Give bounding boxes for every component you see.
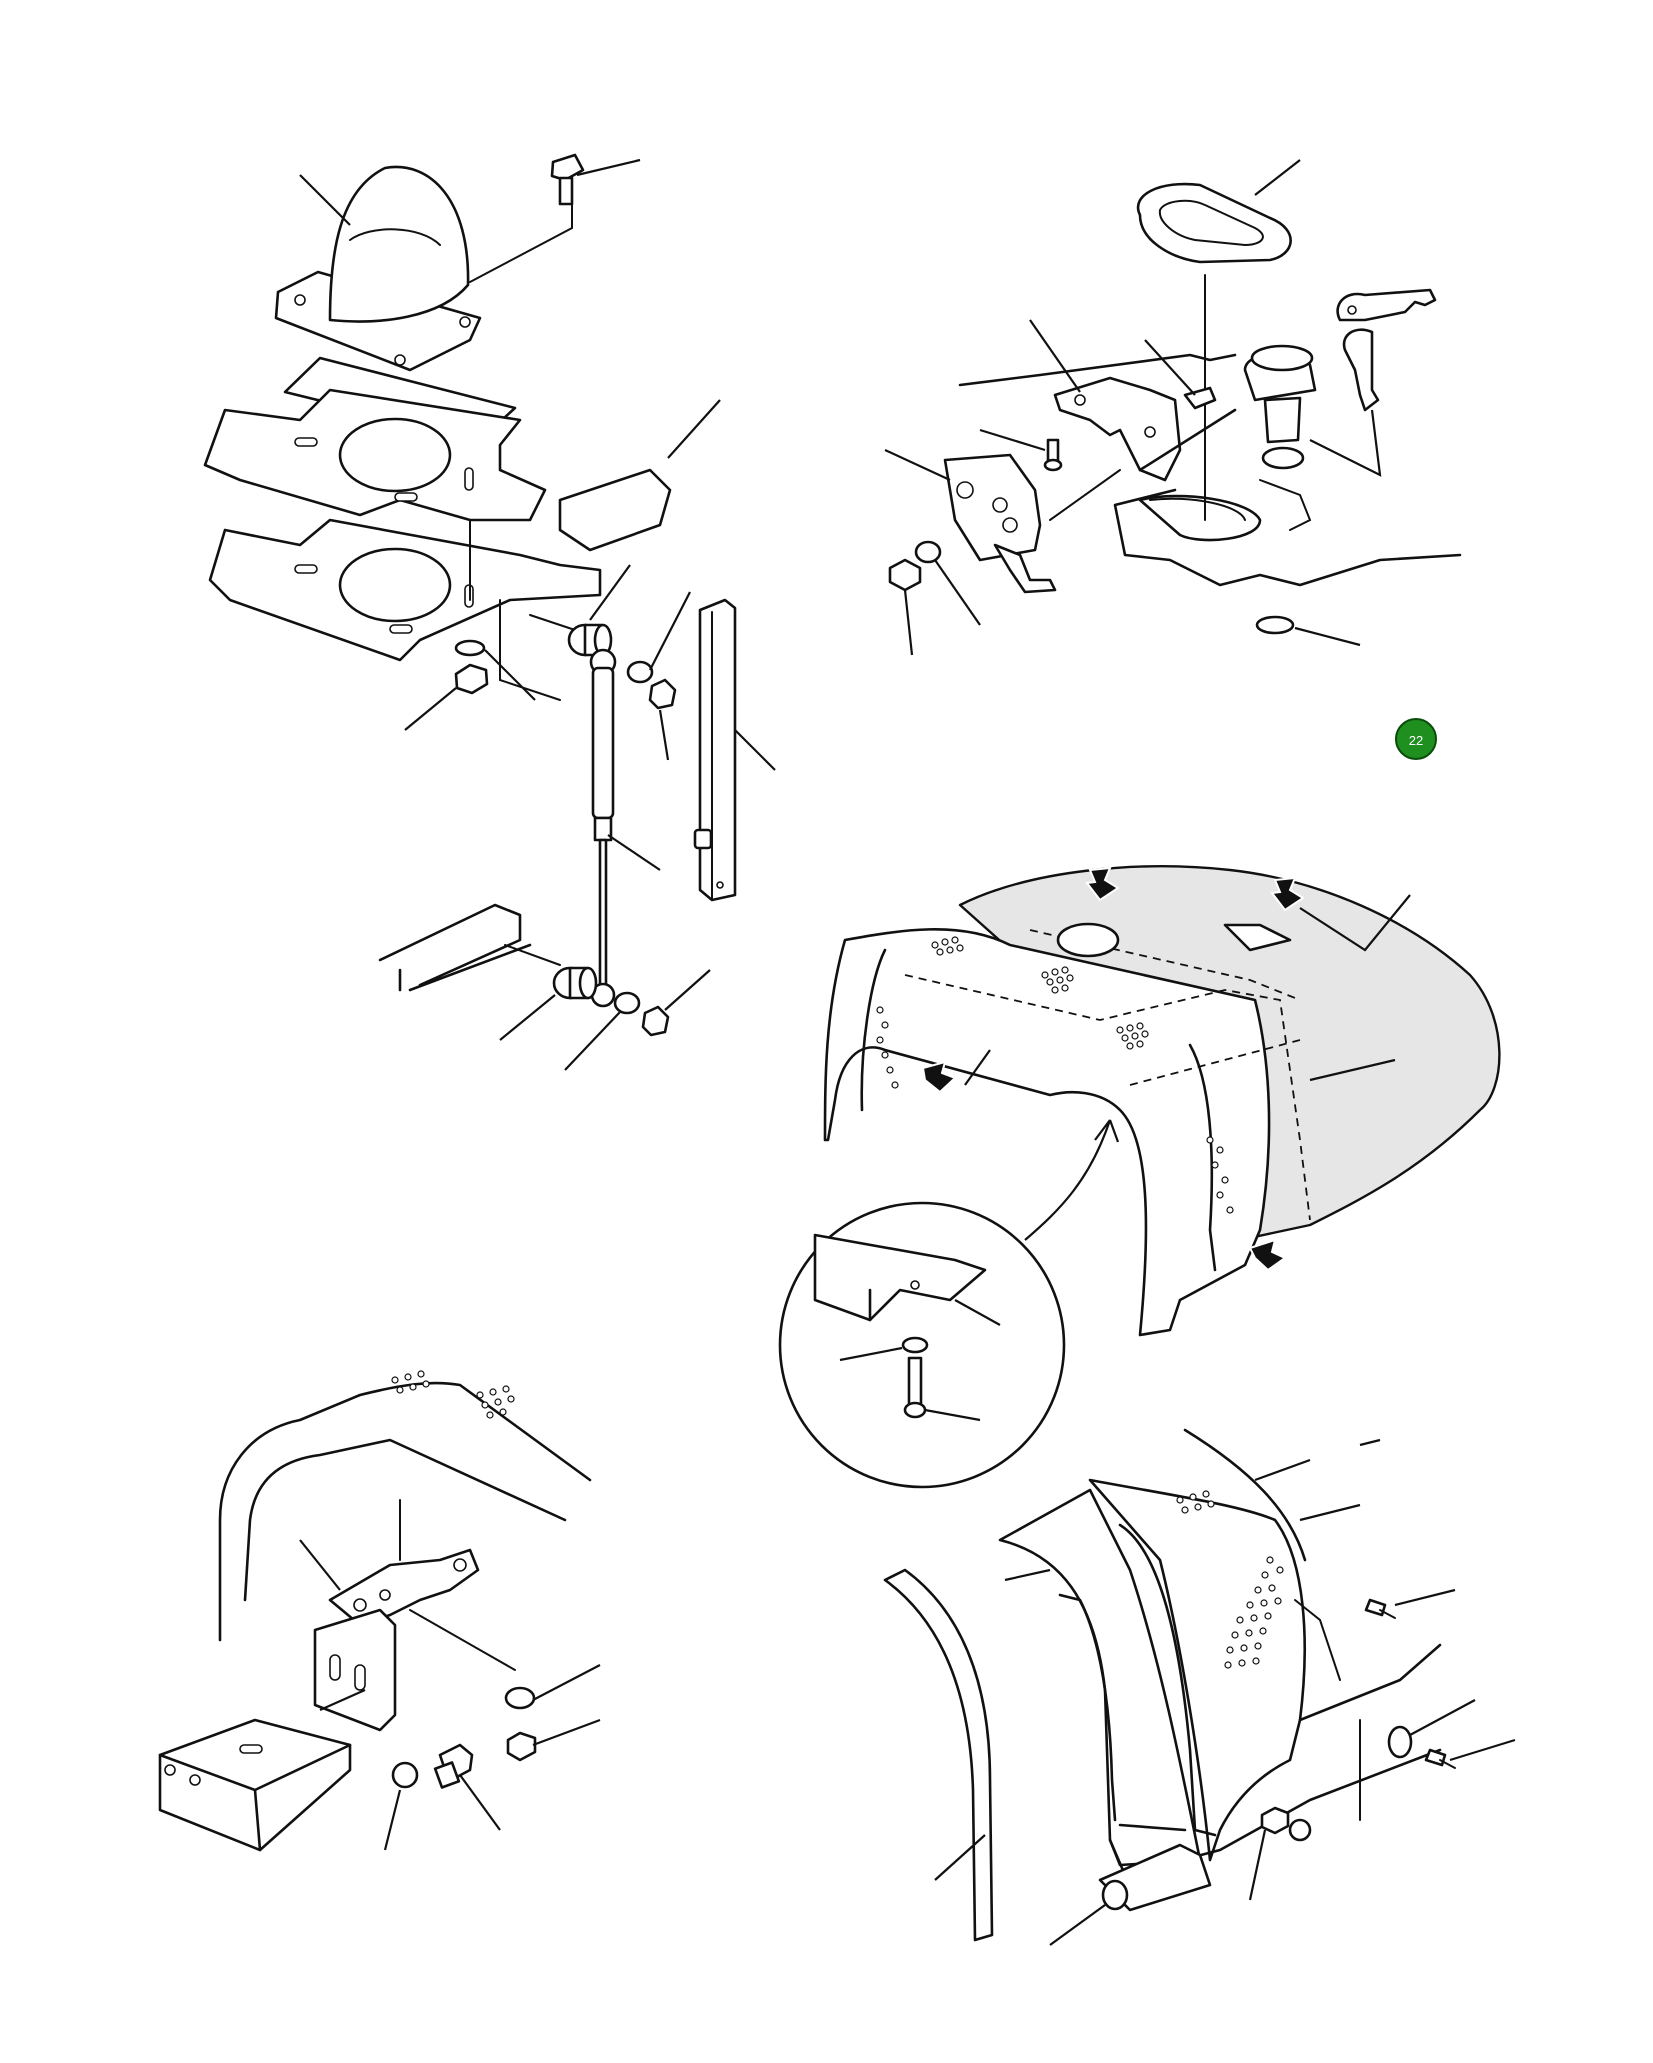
exhaust-elbow-and-gas-strut-assembly xyxy=(203,153,776,1071)
nut xyxy=(454,663,489,695)
nut xyxy=(506,1731,537,1762)
perforation-grid xyxy=(391,1370,515,1419)
panel-screw xyxy=(1364,1598,1387,1617)
exhaust-elbow xyxy=(328,165,470,323)
lock-cylinder xyxy=(1243,344,1317,470)
flange-bolt xyxy=(550,153,585,206)
location-arrow xyxy=(1270,876,1305,912)
hood-rear-arch xyxy=(218,1381,592,1642)
washer xyxy=(504,1686,536,1710)
panel-washer xyxy=(1387,1725,1413,1759)
hood-side-panels-and-trim xyxy=(883,1428,1516,1946)
hood-latch xyxy=(943,453,1042,562)
location-arrow xyxy=(921,1060,957,1094)
rubber-grommet xyxy=(1136,182,1292,264)
hood-front-arch xyxy=(823,928,1271,1337)
support-rod xyxy=(693,598,737,902)
strut-lower-bracket xyxy=(378,903,532,992)
hood-opening xyxy=(1056,922,1120,958)
perforation-grid xyxy=(1176,1490,1284,1669)
hood-hinge-assembly xyxy=(158,1370,601,1852)
side-panel-perforated xyxy=(1088,1478,1306,1862)
engine-hood-overview xyxy=(778,865,1501,1489)
edge-trim-strip xyxy=(883,1568,994,1942)
striker-bracket xyxy=(1053,376,1182,482)
hood-lock-and-key-assembly xyxy=(884,159,1462,656)
location-arrow xyxy=(1248,1238,1287,1272)
page-number-badge: 22 xyxy=(1395,718,1437,760)
panel-screw xyxy=(1424,1748,1447,1767)
perforation-grid xyxy=(876,936,1234,1214)
detail-bracket xyxy=(813,1233,987,1322)
gas-strut xyxy=(589,648,617,1008)
location-arrow xyxy=(1085,866,1120,902)
washer xyxy=(454,639,486,657)
frame-block xyxy=(158,1718,352,1852)
hood-top-panel-cutaway xyxy=(958,353,1462,587)
ignition-keys xyxy=(1336,288,1437,412)
